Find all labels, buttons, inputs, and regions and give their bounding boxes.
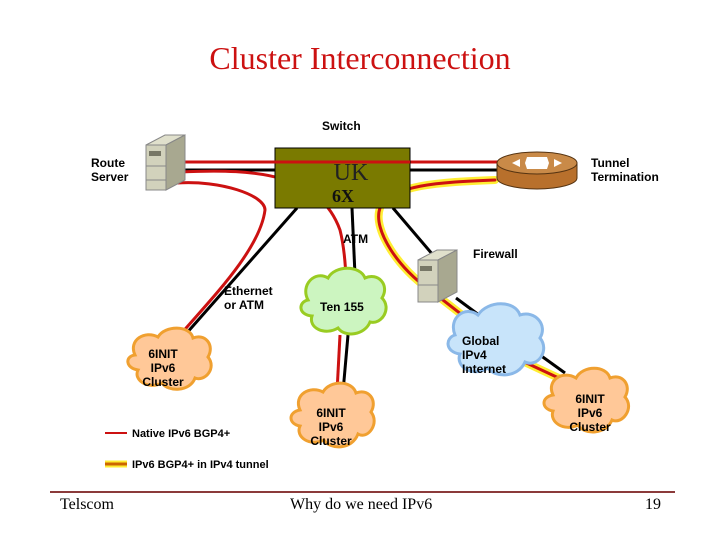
route-server-label: Route Server <box>91 156 128 184</box>
global-ipv4-label: Global IPv4 Internet <box>462 334 506 376</box>
legend-tunnel-label: IPv6 BGP4+ in IPv4 tunnel <box>132 459 269 471</box>
cloud-global-ipv4 <box>446 302 546 377</box>
cluster-left-line2: IPv6 <box>150 361 176 375</box>
link-switch-cluster-left <box>183 207 299 336</box>
ten155-label: Ten 155 <box>320 300 364 314</box>
footer-rule <box>50 491 675 493</box>
firewall-icon <box>417 249 458 303</box>
switch-uk6x: UK 6X <box>173 147 411 209</box>
native-routeserver-cluster-left <box>176 181 267 336</box>
cloud-cluster-middle <box>289 381 376 449</box>
tunnel-termination-line2: Termination <box>591 170 659 184</box>
route-server-line1: Route <box>91 156 125 170</box>
global-line2: IPv4 <box>462 348 487 362</box>
legend-native-label: Native IPv6 BGP4+ <box>132 428 231 440</box>
route-server-line2: Server <box>91 170 129 184</box>
cloud-cluster-right <box>542 366 631 434</box>
tunnel-termination-label: Tunnel Termination <box>591 156 659 184</box>
cloud-ten155 <box>299 266 388 336</box>
cluster-right-line1: 6INIT <box>575 392 605 406</box>
ethernet-line2: or ATM <box>224 298 264 312</box>
router-icon <box>496 151 578 190</box>
cluster-left-line1: 6INIT <box>148 347 178 361</box>
footer-left: Telscom <box>60 496 114 513</box>
tunnel-termination-line1: Tunnel <box>591 156 630 170</box>
global-line1: Global <box>462 334 500 348</box>
route-server-icon <box>145 134 186 191</box>
cluster-middle-line1: 6INIT <box>316 406 346 420</box>
cluster-middle-line2: IPv6 <box>318 420 344 434</box>
global-line3: Internet <box>462 362 507 376</box>
cluster-middle-line3: Cluster <box>310 434 352 448</box>
link-switch-ten155 <box>350 207 357 276</box>
cluster-left-line3: Cluster <box>142 375 184 389</box>
footer-center: Why do we need IPv6 <box>290 496 433 513</box>
switch-text-top: UK <box>334 160 369 186</box>
atm-label: ATM <box>343 232 369 246</box>
page-number: 19 <box>645 496 661 513</box>
switch-text-bottom: 6X <box>332 186 354 206</box>
cluster-right-line2: IPv6 <box>577 406 603 420</box>
legend-lines <box>105 432 127 468</box>
cluster-middle-label: 6INIT IPv6 Cluster <box>308 406 354 448</box>
cluster-left-label: 6INIT IPv6 Cluster <box>140 347 186 389</box>
cloud-cluster-left <box>126 326 213 391</box>
ethernet-line1: Ethernet <box>224 284 273 298</box>
link-global-cluster-right <box>539 353 566 375</box>
switch-label: Switch <box>322 119 361 133</box>
firewall-label: Firewall <box>473 247 518 261</box>
cluster-right-line3: Cluster <box>569 420 611 434</box>
ethernet-atm-label: Ethernet or ATM <box>224 284 273 312</box>
slide-title: Cluster Interconnection <box>209 40 511 76</box>
cluster-right-label: 6INIT IPv6 Cluster <box>567 392 613 434</box>
link-switch-firewall <box>391 207 435 256</box>
